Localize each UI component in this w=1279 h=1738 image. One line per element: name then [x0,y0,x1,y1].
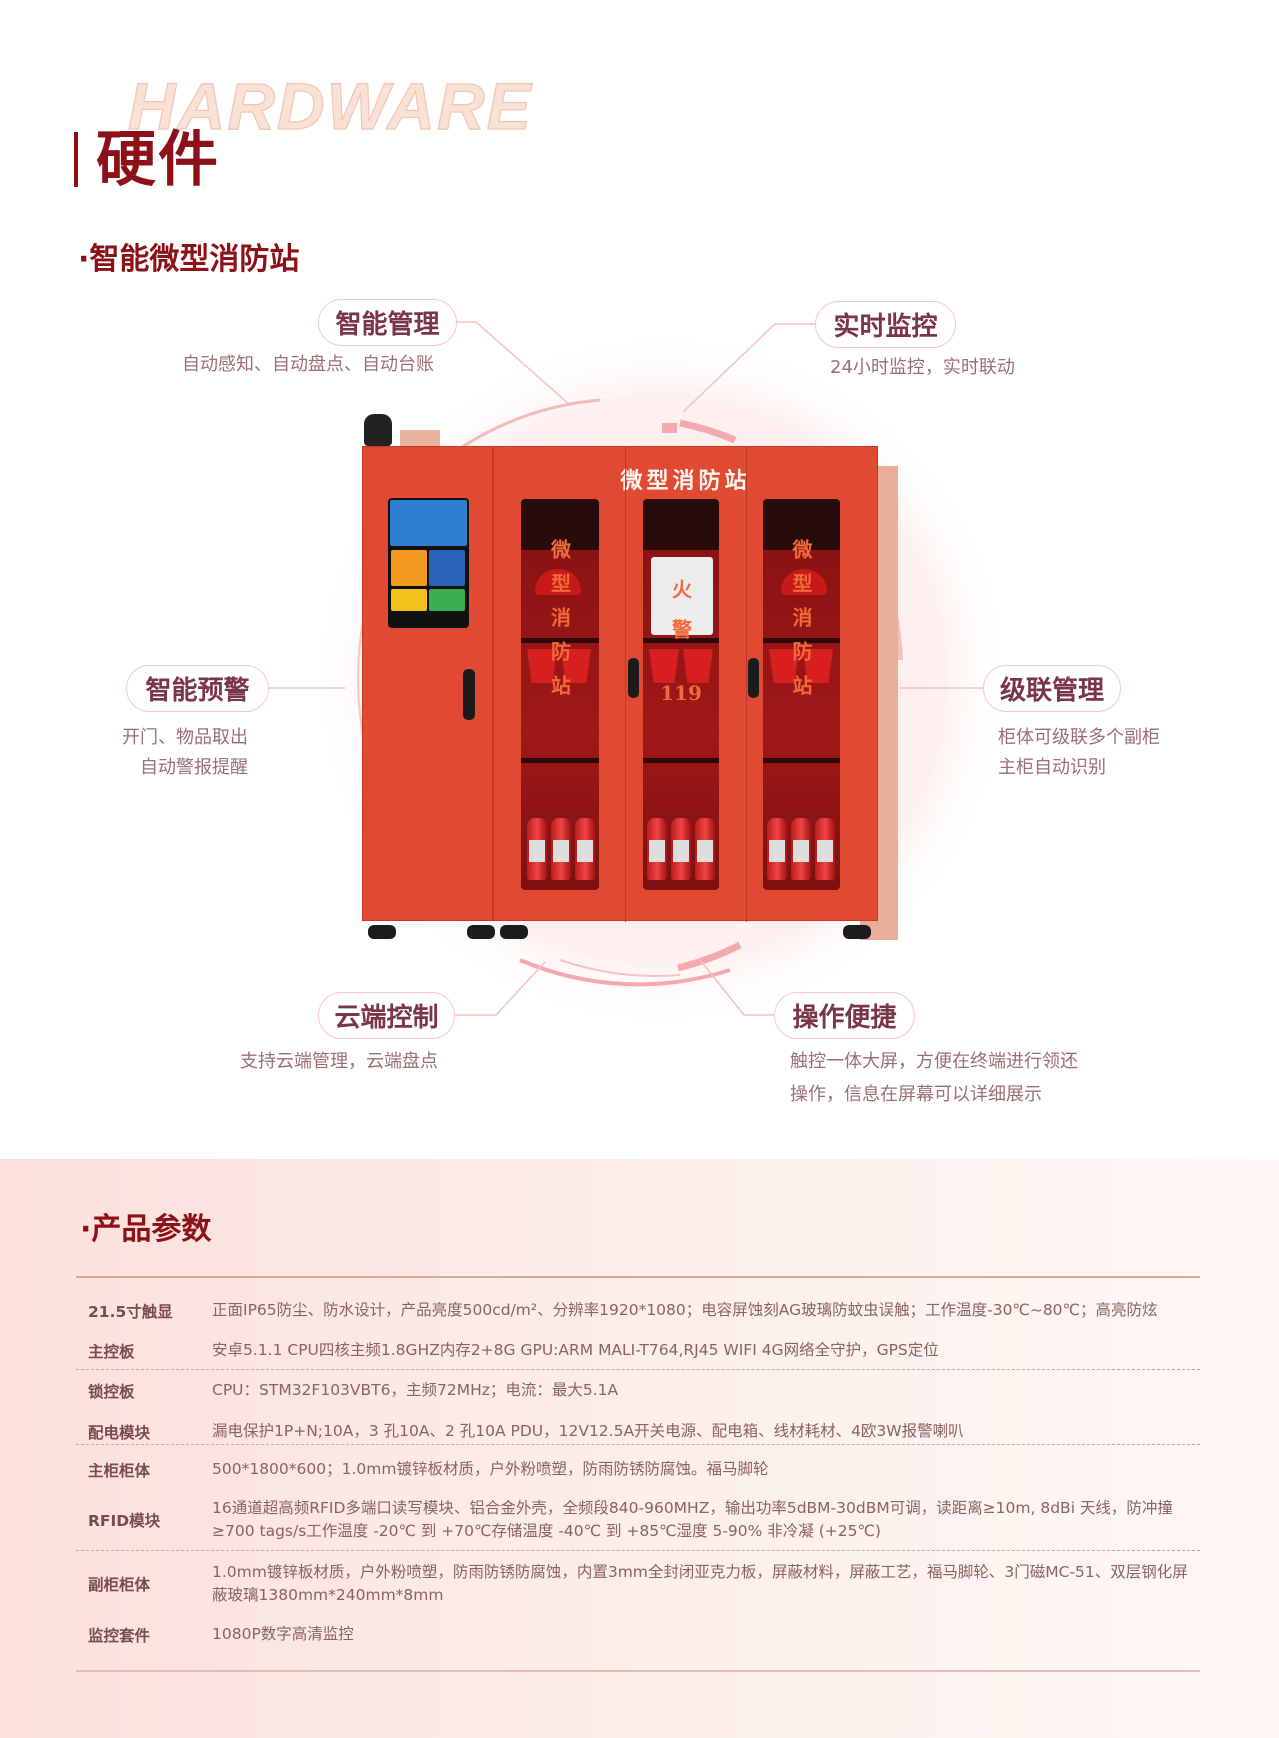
spec-label: 副柜柜体 [88,1576,151,1594]
feature-desc: 自动感知、自动盘点、自动台账 [182,354,434,375]
spec-value: 正面IP65防尘、防水设计，产品亮度500cd/m²、分辨率1920*1080；… [212,1301,1158,1319]
spec-label: 锁控板 [88,1382,135,1401]
title-accent-bar [74,132,78,187]
spec-label: 配电模块 [88,1423,151,1442]
feature-pill-cloud-control: 云端控制 [318,992,455,1039]
table-row: 副柜柜体 1.0mm镀锌板材质，户外粉喷塑，防雨防锈防腐蚀，内置3mm全封闭亚克力… [76,1561,1200,1607]
row-divider [76,1444,1200,1445]
spec-value: 安卓5.1.1 CPU四核主频1.8GHZ内存2+8G GPU:ARM MALI… [212,1341,939,1359]
screen-tile [391,550,427,586]
fire-bucket [561,649,591,683]
cabinet-foot [500,925,528,939]
fire-bucket [803,649,833,683]
spec-label: RFID模块 [88,1512,161,1530]
fire-extinguisher [575,818,595,880]
door-lettering: 火警 [668,579,693,659]
feature-pill-smart-management: 智能管理 [318,299,457,346]
door-seam [746,447,747,922]
fire-extinguisher [551,818,571,880]
table-bottom-divider [76,1670,1200,1672]
cabinet-sign: 微型消防站 [620,468,751,494]
feature-pill-smart-alarm: 智能预警 [126,665,269,712]
cabinet-foot [368,925,396,939]
glass-door-left: 微型消防站 [521,499,599,890]
feature-desc: 主柜自动识别 [998,757,1106,778]
feature-desc: 触控一体大屏，方便在终端进行领还 [790,1051,1078,1072]
feature-desc: 操作，信息在屏幕可以详细展示 [790,1084,1042,1105]
screen-banner [390,500,467,546]
feature-desc: 开门、物品取出 [122,727,248,748]
spec-label: 监控套件 [88,1626,151,1645]
spec-value: 1080P数字高清监控 [212,1625,354,1643]
table-top-divider [76,1276,1200,1278]
table-row: 监控套件 1080P数字高清监控 [76,1623,1200,1646]
door-seam [625,447,626,922]
feature-pill-easy-operation: 操作便捷 [774,992,915,1039]
table-row: 主控板 安卓5.1.1 CPU四核主频1.8GHZ内存2+8G GPU:ARM M… [76,1339,1200,1362]
screen-tile [391,589,427,611]
fire-extinguisher [815,818,835,880]
spec-value: CPU：STM32F103VBT6，主频72MHz；电流：最大5.1A [212,1381,619,1399]
decor-arc [559,959,681,977]
camera-icon [364,414,392,446]
door-lettering: 微型消防站 [547,539,572,709]
section-title-specs: ·产品参数 [80,1212,212,1247]
fire-extinguisher [791,818,811,880]
table-row: 配电模块 漏电保护1P+N;10A，3 孔10A、2 孔10A PDU，12V12… [76,1420,1200,1443]
decor-arc [677,941,742,972]
table-row: 锁控板 CPU：STM32F103VBT6，主频72MHz；电流：最大5.1A [76,1379,1200,1402]
spec-value: 16通道超高频RFID多端口读写模块、铝合金外壳，全频段840-960MHZ，输… [212,1499,1173,1540]
spec-value: 漏电保护1P+N;10A，3 孔10A、2 孔10A PDU，12V12.5A开… [212,1422,964,1440]
decor-block [662,423,677,433]
door-number: 119 [660,681,702,705]
row-divider [76,1550,1200,1551]
feature-desc: 自动警报提醒 [140,757,248,778]
spec-label: 21.5寸触显 [88,1302,173,1321]
spec-label: 主控板 [88,1342,135,1361]
fire-extinguisher [647,818,667,880]
fire-bucket [527,649,557,683]
fire-bucket [683,649,713,683]
table-row: 21.5寸触显 正面IP65防尘、防水设计，产品亮度500cd/m²、分辨率192… [76,1299,1200,1322]
section-title-station: ·智能微型消防站 [78,242,300,277]
page-title: 硬件 [96,125,220,195]
decor-arc [519,958,731,987]
spec-value: 500*1800*600；1.0mm镀锌板材质，户外粉喷塑，防雨防锈防腐蚀。福马… [212,1460,769,1478]
main-cabinet-panel [362,446,493,921]
table-row: 主柜柜体 500*1800*600；1.0mm镀锌板材质，户外粉喷塑，防雨防锈防腐… [76,1458,1200,1481]
door-handle [628,658,639,698]
fire-extinguisher [767,818,787,880]
supply-box [651,557,713,635]
connector-lines [269,321,983,1016]
feature-desc: 24小时监控，实时联动 [830,357,1015,378]
decor-arc [679,419,737,444]
door-lettering: 微型消防站 [789,539,813,709]
table-row: RFID模块 16通道超高频RFID多端口读写模块、铝合金外壳，全频段840-96… [76,1497,1200,1543]
cabinet-foot [843,925,871,939]
fire-bucket [769,649,799,683]
cabinet-foot [467,925,495,939]
cabinet-shadow [400,430,440,450]
fire-extinguisher [671,818,691,880]
row-divider [76,1369,1200,1370]
screen-tile [429,589,465,611]
spec-value: 1.0mm镀锌板材质，户外粉喷塑，防雨防锈防腐蚀，内置3mm全封闭亚克力板，屏蔽… [212,1563,1188,1604]
glass-door-right: 微型消防站 [763,499,840,890]
equipment-cabinet: 微型消防站 微型消防站 火警 119 微型消防站 [493,446,878,922]
spec-label: 主柜柜体 [88,1461,151,1480]
feature-pill-realtime-monitor: 实时监控 [815,301,956,348]
screen-tile [429,550,465,586]
specs-background [0,1159,1279,1738]
feature-pill-cascade-management: 级联管理 [983,665,1121,712]
fire-extinguisher [527,818,547,880]
fire-bucket [649,649,679,683]
glass-door-middle: 火警 119 [643,499,719,890]
fire-extinguisher [695,818,715,880]
feature-desc: 柜体可级联多个副柜 [998,727,1160,748]
door-handle [748,658,759,698]
feature-desc: 支持云端管理，云端盘点 [240,1051,438,1072]
touch-screen [388,498,469,628]
door-handle [463,669,475,720]
